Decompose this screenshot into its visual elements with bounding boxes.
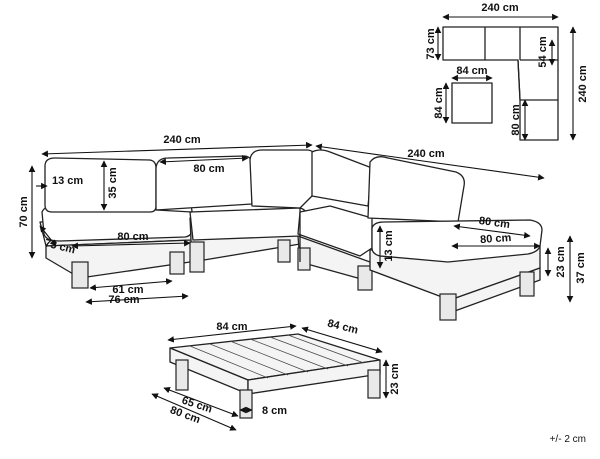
chaise-seat-width-label: 80 cm (480, 232, 512, 246)
sofa-right-width-arrow (315, 143, 545, 181)
table-leg-label: 8 cm (262, 405, 287, 417)
seat-depth-arrow (39, 225, 57, 247)
corner-back-cushion (249, 149, 317, 209)
corner-side-cushion (311, 149, 373, 207)
plan-left-depth-label: 73 cm (425, 28, 437, 59)
sofa-left-width-arrow (41, 141, 313, 158)
middle-seat-cushion (189, 207, 308, 241)
plan-divider (517, 59, 521, 101)
plan-view: 240 cm 73 cm 240 cm 54 cm 80 cm 84 cm 84… (425, 2, 589, 141)
plan-inner-depth-label: 54 cm (537, 36, 549, 67)
table-dimensions: 84 cm 84 cm 23 cm 65 cm 80 cm 8 cm (151, 317, 401, 431)
seat-width-arrow (71, 239, 191, 250)
table-slat (209, 343, 289, 376)
table-leg (367, 369, 381, 399)
leg-span-outer-arrow (85, 293, 189, 305)
table-height-label: 23 cm (389, 363, 401, 394)
sofa-leg (297, 247, 311, 271)
table-slat (189, 345, 269, 379)
table-leg (239, 389, 253, 419)
back-height-label: 35 cm (107, 167, 119, 198)
back-thickness-label: 13 cm (52, 175, 83, 187)
sofa-dimensions: 240 cm 240 cm 13 cm 35 cm 70 cm 73 cm 80… (18, 134, 587, 306)
sofa-right-width-label: 240 cm (407, 148, 445, 160)
overall-height-label: 70 cm (18, 196, 30, 227)
leg-span-inner-label: 61 cm (112, 284, 143, 296)
seat-width-label: 80 cm (117, 231, 148, 243)
table-leg (175, 359, 189, 391)
plan-ottoman-width-label: 84 cm (456, 65, 487, 77)
chaise-back-width-arrow (453, 223, 531, 239)
sofa-leg (169, 251, 185, 275)
plan-right-height-label: 240 cm (577, 65, 589, 103)
table-outer-arrow (151, 393, 237, 431)
plan-chaise-depth-label: 80 cm (510, 104, 522, 135)
plan-sofa-outline (442, 26, 559, 141)
sofa-leg (71, 261, 89, 289)
right-back-cushion (367, 156, 465, 223)
plan-top-width-label: 240 cm (481, 2, 519, 14)
sofa-leg (519, 271, 535, 297)
seat-cushion-height-label: 13 cm (383, 230, 395, 261)
back-cushion-width-label: 80 cm (193, 163, 224, 175)
table-width-arrow (167, 323, 297, 343)
leg-span-outer-label: 76 cm (108, 294, 139, 306)
sofa-leg (277, 239, 291, 263)
seat-height-label: 37 cm (575, 252, 587, 283)
sofa-leg (189, 241, 205, 273)
table-slat (229, 340, 309, 373)
table-width-label: 84 cm (216, 321, 247, 333)
sofa-left-width-label: 240 cm (163, 134, 201, 146)
sofa-leg (439, 293, 457, 321)
table-depth-label: 84 cm (326, 317, 359, 336)
plan-ottoman (451, 82, 493, 124)
plan-ottoman-depth-label: 84 cm (433, 87, 445, 118)
frame-height-label: 23 cm (555, 246, 567, 277)
table-depth-arrow (301, 326, 383, 354)
table-slat (249, 338, 329, 370)
tolerance-note: +/- 2 cm (550, 434, 586, 445)
leg-span-inner-arrow (89, 278, 173, 291)
sofa-leg (357, 265, 373, 291)
sofa-seam (155, 209, 193, 213)
back-cushion-width-arrow (159, 154, 249, 166)
chaise-back-width-label: 80 cm (478, 215, 511, 231)
